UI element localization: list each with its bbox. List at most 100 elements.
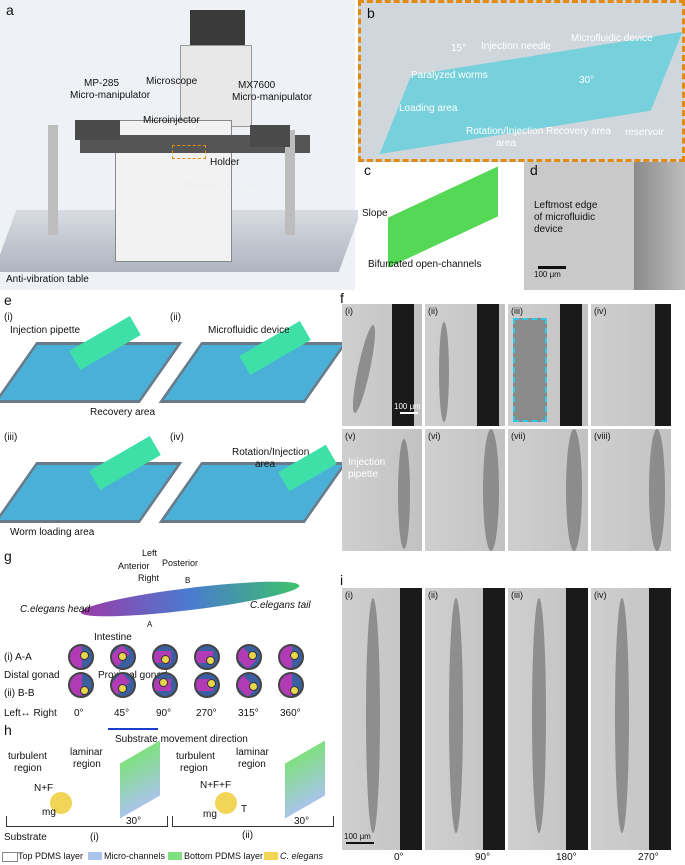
wedge-h-ii — [285, 740, 325, 819]
circle-a-360 — [278, 644, 304, 670]
label-forces-i: N+F — [34, 783, 54, 794]
f-tile-7: (vii) — [508, 429, 588, 551]
circle-b-270 — [194, 672, 220, 698]
circle-a-0 — [68, 644, 94, 670]
panel-b: b 15° Injection needle Microfluidic devi… — [358, 0, 685, 162]
label-15deg: 15° — [451, 43, 467, 54]
f-tile-6: (vi) — [425, 429, 505, 551]
injection-zone-box — [172, 145, 206, 159]
circle-b-360 — [278, 672, 304, 698]
panel-h-label: h — [4, 722, 12, 738]
circle-b-315 — [236, 672, 262, 698]
label-e-rotation: Rotation/Injection — [232, 447, 310, 458]
worm-h-ii — [215, 792, 237, 814]
legend-swatch-worm — [264, 852, 278, 860]
f-tile-5-label: (v) — [345, 431, 356, 441]
device-edge-dark — [634, 162, 685, 290]
legend-bottom: Bottom PDMS layer — [184, 851, 264, 861]
scale-bar — [538, 266, 566, 269]
sub-e-ii: (ii) — [170, 312, 182, 323]
panel-f-label: f — [340, 290, 344, 306]
label-anterior: Anterior — [118, 561, 150, 571]
label-edge-1: Leftmost edge — [534, 200, 598, 211]
panel-c-label: c — [364, 162, 371, 178]
label-laminar-ii-sub: region — [238, 759, 266, 770]
label-edge-3: device — [534, 224, 563, 235]
angle-0: 0° — [74, 708, 84, 719]
legend-swatch-top — [2, 852, 18, 862]
label-head: C.elegans head — [20, 604, 91, 615]
label-laminar-ii: laminar — [236, 747, 269, 758]
label-turbulent-i: turbulent — [8, 751, 47, 762]
sub-e-iii: (iii) — [4, 432, 18, 443]
label-loading: Loading area — [399, 103, 458, 114]
i-angle-0: 0° — [394, 852, 404, 863]
panel-a: a Microscope MP-285 Micro-manipulator MX… — [0, 0, 362, 290]
label-edge-2: of microfluidic — [534, 212, 596, 223]
label-e-recovery: Recovery area — [90, 407, 156, 418]
stand-left — [48, 125, 58, 235]
label-t: T — [241, 804, 248, 815]
f-tile-1: (i) — [342, 304, 422, 426]
label-tail: C.elegans tail — [250, 600, 311, 611]
label-direction: Substrate movement direction — [115, 734, 248, 745]
slope-shape — [388, 166, 498, 268]
f-scale-bar — [400, 412, 418, 414]
label-channels: Bifurcated open-channels — [368, 259, 482, 270]
label-pipette: Injection pipette — [10, 325, 81, 336]
i-tile-4: (iv) — [591, 588, 671, 850]
label-intestine: Intestine — [94, 632, 132, 643]
circle-a-270 — [194, 644, 220, 670]
label-recovery: Recovery area — [546, 126, 612, 137]
label-scale: 100 μm — [534, 270, 561, 279]
label-forces-ii: N+F+F — [200, 780, 232, 791]
f-tile-2-label: (ii) — [428, 306, 438, 316]
f-pipette-label: Injection — [348, 457, 386, 468]
legend-top: Top PDMS layer — [18, 851, 84, 861]
direction-arrow — [108, 728, 158, 730]
panel-c: c Slope Bifurcated open-channels — [358, 162, 523, 290]
wedge-h-i — [120, 740, 160, 819]
f-tile-5: (v) — [342, 429, 422, 551]
circle-b-90 — [152, 672, 178, 698]
microscope-body — [190, 10, 245, 45]
legend-swatch-bottom — [168, 852, 182, 860]
sub-e-i: (i) — [4, 312, 13, 323]
label-mp285-sub: Micro-manipulator — [70, 90, 151, 101]
label-laminar-i-sub: region — [73, 759, 101, 770]
circle-a-90 — [152, 644, 178, 670]
label-row-i: (i) A-A — [4, 652, 32, 663]
label-e-loading: Worm loading area — [10, 527, 95, 538]
circle-b-45 — [110, 672, 136, 698]
sub-e-iv: (iv) — [170, 432, 184, 443]
label-substrate: Substrate — [4, 832, 47, 843]
label-mx7600: MX7600 — [238, 80, 276, 91]
f-tile-2: (ii) — [425, 304, 505, 426]
label-sub-h-i: (i) — [90, 832, 99, 843]
legend-worm: C. elegans — [280, 851, 324, 861]
circle-b-0 — [68, 672, 94, 698]
f-tile-3: (iii) — [508, 304, 588, 426]
label-turbulent-ii: turbulent — [176, 751, 215, 762]
panel-e-label: e — [4, 292, 12, 308]
label-mp285: MP-285 — [84, 78, 120, 89]
panel-i: i (i) (ii) (iii) (iv) 100 μm 0° 90° 180°… — [338, 572, 685, 865]
panel-i-label: i — [340, 572, 344, 588]
f-tile-4: (iv) — [591, 304, 671, 426]
microscope-column — [180, 45, 252, 127]
label-e-device: Microfluidic device — [208, 325, 290, 336]
worm-h-i — [50, 792, 72, 814]
i-tile-1-label: (i) — [345, 590, 353, 600]
f-tile-7-label: (vii) — [511, 431, 526, 441]
angle-270: 270° — [196, 708, 217, 719]
label-distal: Distal gonad — [4, 670, 60, 681]
label-mg-i: mg — [42, 807, 56, 818]
label-reservoir: reservoir — [625, 127, 664, 138]
f-tile-8: (viii) — [591, 429, 671, 551]
panel-a-label: a — [6, 2, 14, 18]
label-right: Right — [138, 573, 160, 583]
label-left: Left — [142, 548, 158, 558]
circle-a-45 — [110, 644, 136, 670]
f-tile-6-label: (vi) — [428, 431, 441, 441]
f-pipette-label-sub: pipette — [348, 469, 379, 480]
